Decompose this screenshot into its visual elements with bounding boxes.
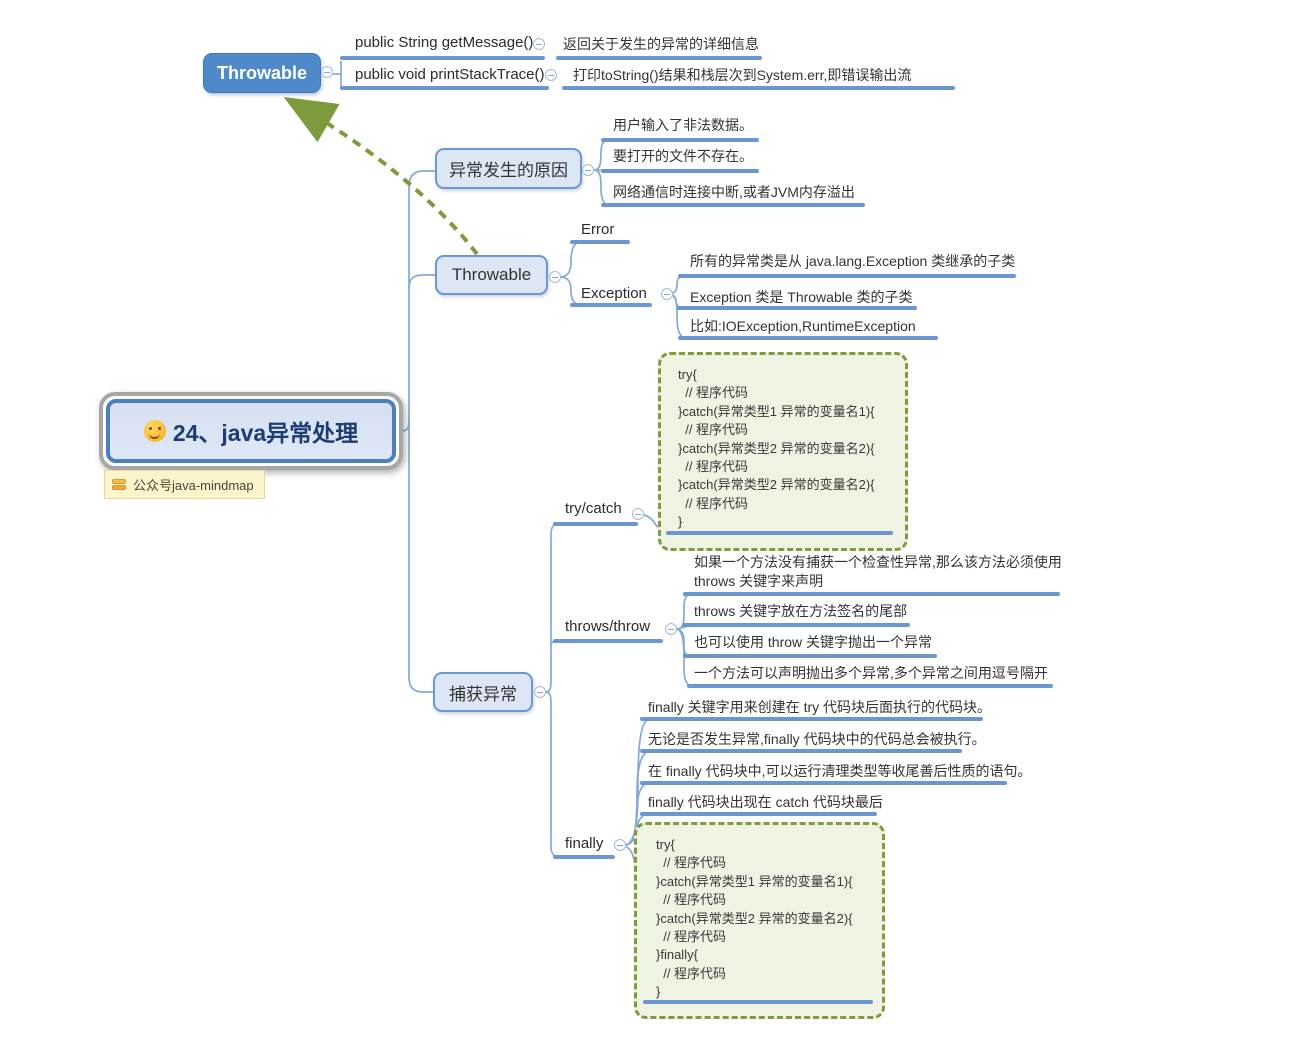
topic-finally-4[interactable]: finally 代码块出现在 catch 代码块最后: [648, 794, 883, 810]
topic-underline: [687, 684, 1053, 688]
label-tag-icon: [112, 478, 126, 491]
topic-underline: [601, 169, 759, 173]
topic-underline: [678, 274, 1016, 278]
topic-cause-1[interactable]: 用户输入了非法数据。: [613, 117, 753, 133]
topic-getmessage-desc[interactable]: 返回关于发生的异常的详细信息: [563, 36, 759, 52]
topic-throws-throw[interactable]: throws/throw: [565, 618, 651, 635]
topic-underline: [556, 56, 762, 60]
note-text: 公众号java-mindmap: [133, 478, 254, 493]
try-catch-code-boundary[interactable]: [658, 352, 908, 551]
topic-cause-2[interactable]: 要打开的文件不存在。: [613, 148, 753, 164]
collapse-icon[interactable]: [321, 66, 333, 78]
collapse-icon[interactable]: [549, 271, 561, 283]
topic-underline: [678, 336, 938, 340]
topic-underline: [340, 86, 549, 90]
collapse-icon[interactable]: [545, 69, 557, 81]
topic-printstacktrace-desc[interactable]: 打印toString()结果和栈层次到System.err,即错误输出流: [573, 67, 912, 83]
collapse-icon[interactable]: [534, 686, 546, 698]
topic-method-getmessage[interactable]: public String getMessage(): [355, 34, 534, 51]
topic-finally[interactable]: finally: [565, 835, 604, 852]
topic-finally-3[interactable]: 在 finally 代码块中,可以运行清理类型等收尾善后性质的语句。: [648, 763, 1032, 779]
collapse-icon[interactable]: [632, 508, 644, 520]
topic-method-printstacktrace[interactable]: public void printStackTrace(): [355, 66, 545, 83]
node-throwable-root[interactable]: Throwable: [203, 53, 321, 93]
collapse-icon[interactable]: [614, 839, 626, 851]
topic-finally-1[interactable]: finally 关键字用来创建在 try 代码块后面执行的代码块。: [648, 699, 992, 715]
topic-underline: [683, 592, 1060, 596]
smiley-icon: [143, 420, 166, 442]
finally-code-boundary[interactable]: [634, 822, 885, 1019]
topic-underline: [570, 303, 652, 307]
central-topic-inner: 24、java异常处理: [106, 399, 396, 463]
collapse-icon[interactable]: [661, 288, 673, 300]
topic-underline: [553, 855, 615, 859]
topic-underline: [683, 654, 937, 658]
topic-underline: [340, 56, 545, 60]
node-exception-causes[interactable]: 异常发生的原因: [435, 148, 582, 189]
topic-underline: [643, 1000, 873, 1004]
topic-underline: [570, 240, 630, 244]
topic-underline: [677, 306, 917, 310]
collapse-icon[interactable]: [582, 164, 594, 176]
topic-throws-3[interactable]: 也可以使用 throw 关键字抛出一个异常: [694, 634, 933, 650]
topic-cause-3[interactable]: 网络通信时连接中断,或者JVM内存溢出: [613, 184, 855, 200]
topic-exception-detail-1[interactable]: 所有的异常类是从 java.lang.Exception 类继承的子类: [690, 253, 1016, 269]
finally-code[interactable]: try{ // 程序代码 }catch(异常类型1 异常的变量名1){ // 程…: [656, 837, 853, 1000]
topic-underline: [640, 717, 983, 721]
topic-finally-2[interactable]: 无论是否发生异常,finally 代码块中的代码总会被执行。: [648, 731, 986, 747]
central-note-label[interactable]: 公众号java-mindmap: [104, 470, 265, 499]
topic-underline: [601, 203, 865, 207]
topic-throws-4[interactable]: 一个方法可以声明抛出多个异常,多个异常之间用逗号隔开: [694, 665, 1048, 681]
topic-underline: [640, 781, 1007, 785]
topic-underline: [666, 531, 893, 535]
collapse-icon[interactable]: [533, 38, 545, 50]
topic-error[interactable]: Error: [581, 221, 615, 238]
central-topic[interactable]: 24、java异常处理: [99, 392, 403, 470]
topic-underline: [562, 86, 955, 90]
topic-underline: [640, 749, 962, 753]
topic-try-catch[interactable]: try/catch: [565, 500, 622, 517]
node-catching[interactable]: 捕获异常: [433, 672, 533, 712]
topic-underline: [553, 639, 663, 643]
topic-exception-detail-3[interactable]: 比如:IOException,RuntimeException: [690, 318, 916, 334]
topic-underline: [682, 623, 910, 627]
central-title: 24、java异常处理: [172, 420, 359, 446]
node-throwable-branch[interactable]: Throwable: [435, 255, 548, 295]
relation-arrow: [283, 96, 479, 256]
topic-exception[interactable]: Exception: [581, 285, 647, 302]
collapse-icon[interactable]: [665, 623, 677, 635]
try-catch-code[interactable]: try{ // 程序代码 }catch(异常类型1 异常的变量名1){ // 程…: [678, 367, 875, 530]
topic-throws-1[interactable]: 如果一个方法没有捕获一个检查性异常,那么该方法必须使用 throws 关键字来声…: [694, 554, 1062, 589]
topic-throws-2[interactable]: throws 关键字放在方法签名的尾部: [694, 603, 908, 619]
topic-underline: [640, 812, 877, 816]
topic-underline: [553, 522, 638, 526]
topic-underline: [601, 138, 759, 142]
topic-exception-detail-2[interactable]: Exception 类是 Throwable 类的子类: [690, 289, 913, 305]
